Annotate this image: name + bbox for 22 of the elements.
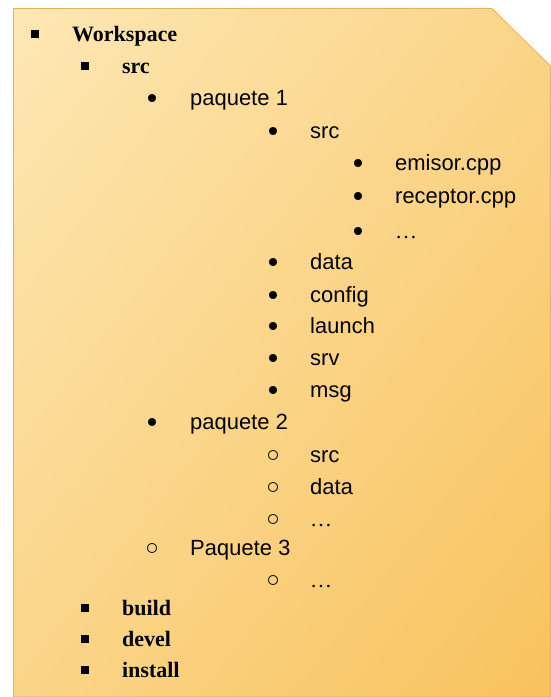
list-item-text: paquete 2 [190, 409, 288, 435]
list-item-text: srv [310, 345, 340, 371]
list-item-text: src [122, 53, 150, 79]
list-item-text: receptor.cpp [395, 183, 516, 209]
list-item-text: paquete 1 [190, 85, 288, 111]
list-item-text: devel [122, 626, 171, 652]
list-item-text: data [310, 249, 353, 275]
list-item-text: … [310, 567, 332, 593]
list-item-text: … [310, 506, 332, 532]
list-item-text: launch [310, 313, 375, 339]
list-item-text: config [310, 282, 369, 308]
list-item-text: build [122, 595, 171, 621]
list-item-text: src [310, 442, 340, 468]
list-item-text: install [122, 657, 180, 683]
list-item-text: msg [310, 377, 352, 403]
list-item-text: Paquete 3 [190, 535, 290, 561]
list-item-text: src [310, 118, 340, 144]
folded-note-shape [13, 8, 551, 697]
list-item-text: … [395, 218, 417, 244]
list-item-text: emisor.cpp [395, 150, 502, 176]
list-item-text: data [310, 474, 353, 500]
list-item-text: Workspace [72, 21, 178, 47]
